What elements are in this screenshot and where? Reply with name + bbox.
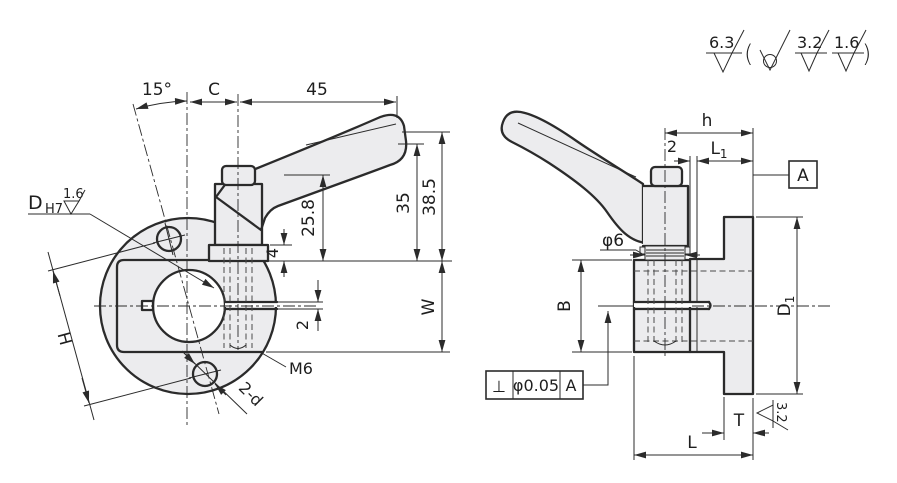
d1-main: D: [775, 303, 795, 316]
surface-finish-header: 6.3 ( 3.2 1.6 ): [706, 29, 871, 74]
roughness-tail: [78, 189, 86, 202]
slot-gap-side: [634, 303, 709, 307]
dim-45-label: 45: [306, 80, 328, 100]
d1-sub: 1: [783, 296, 797, 304]
roughness-secondary-1-value: 3.2: [797, 33, 822, 52]
angle-dim-label: 15°: [142, 80, 172, 100]
roughness-triangle-icon: [837, 52, 855, 73]
roughness-tail: [816, 29, 830, 54]
d1-dim-label: D1: [775, 296, 797, 317]
lever-handle-lip-side: [517, 122, 637, 178]
roughness-primary: 6.3: [706, 29, 745, 74]
c-dim-label: C: [208, 80, 220, 100]
dim-4-label: 4: [263, 248, 282, 258]
upper-hole-cross-h: [152, 234, 186, 244]
l1-main: L: [710, 139, 720, 159]
machining-optional-symbol: [759, 29, 791, 72]
tolerance-leader: [583, 311, 609, 386]
datum-a-box: [788, 160, 818, 189]
phi6-label: φ6: [602, 231, 624, 251]
holes-arrow-upper: [183, 352, 196, 365]
t-roughness-symbol: 3.2: [755, 400, 789, 431]
l1-dim-label: L1: [710, 139, 727, 161]
perpendicularity-icon: ⊥: [492, 377, 506, 396]
roughness-secondary-2: 1.6: [832, 29, 867, 73]
bore-fit-label: H7: [45, 202, 63, 217]
boss-cap: [220, 164, 257, 187]
t-roughness-tail: [772, 420, 789, 431]
slot-end-cap: [707, 300, 712, 311]
tolerance-datum: A: [566, 376, 577, 395]
front-view: 15° C 45 D H7 1.6 25.8 4 35: [28, 80, 452, 428]
slit-relief-slot: [140, 299, 155, 312]
roughness-tail: [853, 29, 867, 54]
boss-cap-side: [649, 165, 684, 188]
bolt-axis-15deg-line: [132, 103, 220, 415]
h-ext-lower: [83, 377, 192, 407]
roughness-triangle-icon: [713, 52, 733, 74]
roughness-triangle-icon: [759, 49, 781, 72]
lever-handle-lip-line: [305, 123, 397, 146]
lower-hole-cross-h: [188, 369, 222, 379]
bore-leader-line: [89, 213, 215, 289]
l-dim-label: L: [687, 433, 697, 453]
w-dim-label: W: [419, 298, 439, 315]
dim-2-label: 2: [667, 137, 677, 156]
t-dim-label: T: [733, 411, 745, 431]
roughness-triangle-icon: [755, 404, 774, 422]
bore-finish-label: 1.6: [63, 187, 84, 202]
dim-25-8-label: 25.8: [299, 199, 319, 237]
bolt-hole-upper: [155, 225, 183, 253]
dim-38-5-label: 38.5: [420, 178, 440, 216]
slit-gap: [225, 303, 277, 307]
roughness-tail: [779, 29, 791, 51]
roughness-primary-value: 6.3: [709, 33, 734, 52]
bore-callout: D H7 1.6: [28, 187, 215, 289]
tolerance-frame-box: [485, 370, 584, 400]
roughness-triangle-icon: [63, 200, 80, 216]
holes-label: 2-d: [235, 378, 267, 410]
h-dim-label: H: [53, 330, 76, 348]
h-dim-arrow-bottom: [81, 377, 90, 404]
tolerance-frame: ⊥ φ0.05 A: [485, 311, 612, 400]
datum-a-label: A: [797, 166, 809, 186]
h-side-dim-label: h: [702, 111, 713, 131]
tolerance-value: φ0.05: [513, 376, 559, 395]
l1-sub: 1: [720, 147, 728, 161]
roughness-tail: [731, 29, 745, 54]
washer-tab-right: [684, 246, 691, 255]
slit-dim-label: 2: [293, 320, 312, 330]
roughness-secondary-2-value: 1.6: [834, 33, 859, 52]
roughness-secondary-1: 3.2: [795, 29, 830, 73]
dim-35-label: 35: [394, 192, 414, 214]
m6-label: M6: [289, 359, 313, 378]
t-roughness-value: 3.2: [773, 402, 788, 423]
angle-dim-arc: [135, 97, 188, 110]
paren-close: ): [862, 40, 871, 68]
holes-arrow-lower: [214, 383, 227, 396]
h-dim-arrow-top: [52, 270, 61, 297]
machining-circle-icon: [763, 54, 777, 68]
lever-handle-side: [500, 110, 651, 245]
roughness-triangle-icon: [800, 52, 818, 73]
paren-open: (: [744, 40, 753, 68]
m6-leader: [259, 351, 287, 368]
boss-side-fill: [643, 186, 688, 246]
bore-diameter-label: D: [28, 192, 43, 214]
b-dim-label: B: [555, 300, 575, 312]
h-ext-upper: [47, 242, 156, 272]
side-view: h 2 L1 A φ6 B D1 ⊥ φ0.: [485, 110, 833, 460]
boss-collar-nut: [207, 243, 270, 263]
